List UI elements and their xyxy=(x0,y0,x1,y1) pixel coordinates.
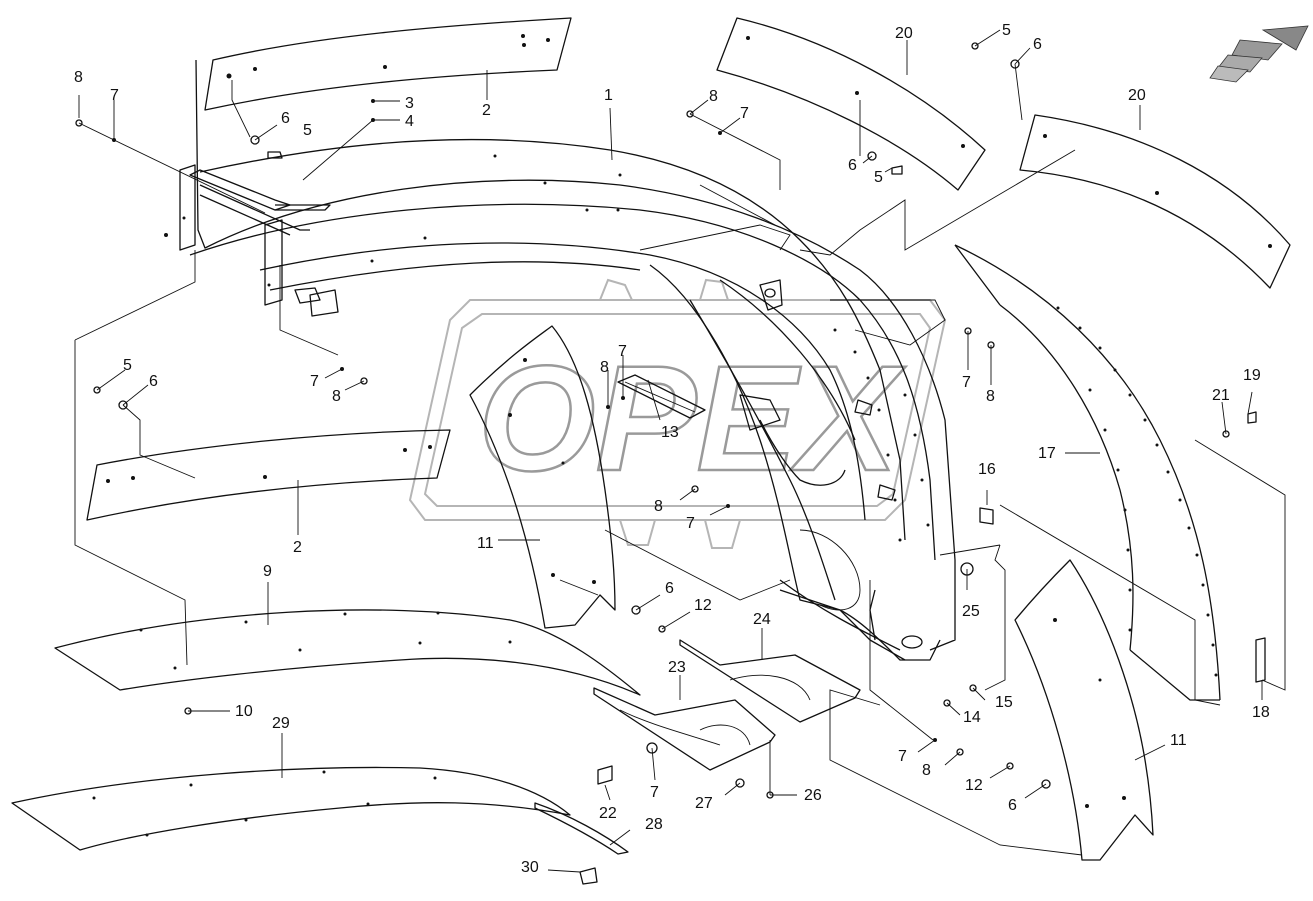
callout-18: 18 xyxy=(1252,704,1270,721)
part-28-strip xyxy=(534,802,629,855)
callout-7: 7 xyxy=(110,87,119,104)
part-23-plate xyxy=(593,687,776,771)
callout-7: 7 xyxy=(310,373,319,390)
watermark-logo: OPEX xyxy=(408,278,947,549)
direction-arrow-icon xyxy=(1209,25,1309,83)
callout-6: 6 xyxy=(665,580,674,597)
callout-20: 20 xyxy=(895,25,913,42)
callout-24: 24 xyxy=(753,611,771,628)
callout-7: 7 xyxy=(650,784,659,801)
callout-23: 23 xyxy=(668,659,686,676)
callout-4: 4 xyxy=(405,113,414,130)
leader-lines xyxy=(74,29,1286,873)
callout-17: 17 xyxy=(1038,445,1056,462)
callout-15: 15 xyxy=(995,694,1013,711)
callout-2: 2 xyxy=(482,102,491,119)
callout-labels: 1 2 2 3 4 5 5 5 5 6 6 6 6 6 6 7 7 7 7 7 … xyxy=(74,22,1270,876)
callout-6: 6 xyxy=(1008,797,1017,814)
callout-11: 11 xyxy=(477,535,494,552)
callout-29: 29 xyxy=(272,715,290,732)
callout-8: 8 xyxy=(332,388,341,405)
inner-support-frame xyxy=(649,264,941,661)
callout-16: 16 xyxy=(978,461,996,478)
callout-22: 22 xyxy=(599,805,617,822)
part-29-flap xyxy=(11,766,571,851)
callout-30: 30 xyxy=(521,859,539,876)
callout-28: 28 xyxy=(645,816,663,833)
callout-12: 12 xyxy=(694,597,712,614)
left-mounting-bracket xyxy=(164,164,339,317)
callout-7: 7 xyxy=(898,748,907,765)
part-20-right-panel xyxy=(1019,114,1291,289)
callout-2: 2 xyxy=(293,539,302,556)
callout-6: 6 xyxy=(848,157,857,174)
callout-7: 7 xyxy=(618,343,627,360)
callout-5: 5 xyxy=(1002,22,1011,39)
callout-12: 12 xyxy=(965,777,983,794)
callout-19: 19 xyxy=(1243,367,1261,384)
part-2-lower-strip xyxy=(86,429,451,521)
callout-6: 6 xyxy=(281,110,290,127)
callout-9: 9 xyxy=(263,563,272,580)
callout-11: 11 xyxy=(1170,732,1187,749)
part-9-flap xyxy=(54,609,641,696)
part-20-left-panel xyxy=(716,17,986,191)
callout-7: 7 xyxy=(740,105,749,122)
callout-14: 14 xyxy=(963,709,981,726)
callout-6: 6 xyxy=(149,373,158,390)
callout-5: 5 xyxy=(303,122,312,139)
part-11-middle-panel xyxy=(469,325,616,629)
part-2-top-strip xyxy=(204,17,572,111)
callout-5: 5 xyxy=(874,169,883,186)
part-24-plate xyxy=(679,639,861,723)
callout-8: 8 xyxy=(600,359,609,376)
part-13-small-bracket xyxy=(617,374,706,419)
callout-27: 27 xyxy=(695,795,713,812)
callout-8: 8 xyxy=(986,388,995,405)
callout-3: 3 xyxy=(405,95,414,112)
callout-25: 25 xyxy=(962,603,980,620)
part-18-clip xyxy=(1255,637,1266,683)
callout-8: 8 xyxy=(922,762,931,779)
callout-8: 8 xyxy=(709,88,718,105)
callout-20: 20 xyxy=(1128,87,1146,104)
part-11-right-panel xyxy=(1014,559,1154,861)
callout-8: 8 xyxy=(654,498,663,515)
callout-26: 26 xyxy=(804,787,822,804)
callout-10: 10 xyxy=(235,703,253,720)
callout-1: 1 xyxy=(604,87,613,104)
part-1-wheel-arch xyxy=(189,59,956,651)
callout-6: 6 xyxy=(1033,36,1042,53)
callout-5: 5 xyxy=(123,357,132,374)
callout-13: 13 xyxy=(661,424,679,441)
callout-8: 8 xyxy=(74,69,83,86)
callout-21: 21 xyxy=(1212,387,1230,404)
watermark-text: OPEX xyxy=(478,334,906,502)
part-17-rubber-strip xyxy=(954,244,1221,701)
callout-7: 7 xyxy=(686,515,695,532)
hardware-fasteners xyxy=(75,42,1257,885)
callout-7: 7 xyxy=(962,374,971,391)
